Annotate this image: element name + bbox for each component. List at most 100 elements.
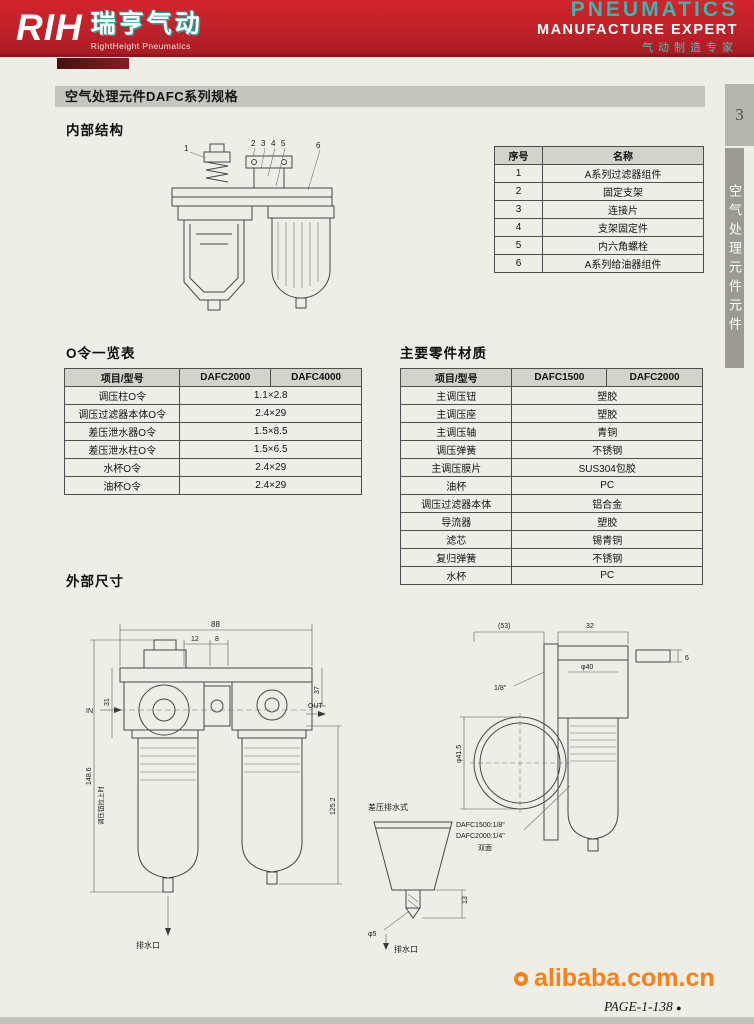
page-title: 空气处理元件DAFC系列规格 bbox=[55, 86, 705, 107]
cell: 2.4×29 bbox=[179, 458, 362, 477]
dim-125-label: 125.2 bbox=[330, 797, 337, 815]
dim-13-label: 13 bbox=[462, 896, 469, 904]
table-row: 主调压钮塑胶 bbox=[399, 386, 703, 405]
callout-1: 1 bbox=[184, 144, 189, 153]
dim-phi40-label: φ40 bbox=[581, 664, 593, 671]
cell: PC bbox=[511, 566, 703, 585]
section-oring-list: O令一览表 bbox=[66, 346, 136, 361]
cell: 主调压膜片 bbox=[399, 458, 513, 477]
cell: 铝合金 bbox=[511, 494, 703, 513]
callout-5: 5 bbox=[281, 139, 286, 148]
cell: 2.4×29 bbox=[179, 404, 362, 423]
cell: 4 bbox=[494, 218, 543, 237]
header: RIH 瑞亨气动 RightHeight Pneumatics PNEUMATI… bbox=[0, 0, 754, 57]
callout-2: 2 bbox=[251, 139, 256, 148]
cell: 差压泄水器O令 bbox=[63, 422, 181, 441]
cell: 调压弹簧 bbox=[399, 440, 513, 459]
cell: 主调压钮 bbox=[399, 386, 513, 405]
column-header: DAFC4000 bbox=[270, 368, 362, 387]
callout-6: 6 bbox=[316, 141, 321, 150]
dim-53-label: (53) bbox=[498, 623, 510, 630]
section-external-dimensions: 外部尺寸 bbox=[66, 574, 124, 589]
cell: 青铜 bbox=[511, 422, 703, 441]
drain-type-title: 差压排水式 bbox=[368, 802, 408, 812]
cell: 塑胶 bbox=[511, 512, 703, 531]
dim-6-label: 6 bbox=[685, 655, 689, 662]
cell: 油杯 bbox=[399, 476, 513, 495]
cell: 1.1×2.8 bbox=[179, 386, 362, 405]
column-header: 序号 bbox=[494, 146, 543, 165]
logo-rih-text: RIH bbox=[16, 6, 83, 48]
chapter-label: 空气处理元件元件 bbox=[725, 148, 744, 368]
cell: 油杯O令 bbox=[63, 476, 181, 495]
dim-31-label: 31 bbox=[104, 698, 111, 706]
slogan-pneumatics: PNEUMATICS bbox=[570, 0, 738, 22]
table-row: 主调压轴青铜 bbox=[399, 422, 703, 441]
cell: 连接片 bbox=[542, 200, 704, 219]
table-row: 复归弹簧不锈钢 bbox=[399, 548, 703, 567]
logo-chinese-name: 瑞亨气动 bbox=[90, 9, 203, 38]
table-row: 调压弹簧不锈钢 bbox=[399, 440, 703, 459]
section-internal-structure: 内部结构 bbox=[66, 123, 124, 138]
page-bottom-edge bbox=[0, 1017, 754, 1024]
drain-port-label: 排水口 bbox=[394, 944, 418, 954]
watermark-text: alibaba.com.cn bbox=[534, 964, 715, 992]
page-number: PAGE-1-138 ● bbox=[604, 999, 682, 1015]
cell: 2.4×29 bbox=[179, 476, 362, 495]
cell: 导流器 bbox=[399, 512, 513, 531]
cell: 水杯O令 bbox=[63, 458, 181, 477]
slogan-manufacture-expert: MANUFACTURE EXPERT bbox=[536, 21, 738, 38]
table-row: 滤芯锡青铜 bbox=[399, 530, 703, 549]
table-header-row: 项目/型号 DAFC2000 DAFC4000 bbox=[63, 368, 362, 387]
cell: 水杯 bbox=[399, 566, 513, 585]
column-header: DAFC1500 bbox=[511, 368, 608, 387]
section-materials: 主要零件材质 bbox=[400, 346, 487, 361]
cell: SUS304包胶 bbox=[511, 458, 703, 477]
in-port-label: IN bbox=[86, 708, 93, 715]
watermark-ring-icon bbox=[514, 971, 528, 986]
thread-size-label: 1/8" bbox=[494, 685, 507, 692]
dim-88-label: 88 bbox=[211, 620, 220, 629]
header-slogan: PNEUMATICS MANUFACTURE EXPERT 气动制造专家 bbox=[537, 0, 738, 55]
chapter-tab: 3 空气处理元件元件 bbox=[725, 84, 754, 368]
cell: 固定支架 bbox=[542, 182, 704, 201]
cell: 1 bbox=[494, 164, 543, 183]
drain-detail-drawing: 差压排水式 φ5 13 排水口 bbox=[368, 802, 469, 954]
cell: PC bbox=[511, 476, 703, 495]
drain-port-label: 排水口 bbox=[136, 940, 160, 950]
cell: 2 bbox=[494, 182, 543, 201]
watermark: alibaba.com.cn bbox=[514, 964, 715, 993]
table-row: 调压过滤器本体铝合金 bbox=[399, 494, 703, 513]
cell: 内六角螺栓 bbox=[542, 236, 704, 255]
cell: A系列给油器组件 bbox=[542, 254, 704, 273]
logo-subtitle: RightHeight Pneumatics bbox=[90, 40, 191, 51]
chapter-number: 3 bbox=[725, 84, 754, 146]
materials-table: 项目/型号 DAFC1500 DAFC2000 主调压钮塑胶 主调压座塑胶 主调… bbox=[399, 368, 703, 585]
dim-32-label: 32 bbox=[586, 623, 594, 630]
cell: 不锈钢 bbox=[511, 548, 703, 567]
cell: 主调压轴 bbox=[399, 422, 513, 441]
cell: 不锈钢 bbox=[511, 440, 703, 459]
cell: 锡青铜 bbox=[511, 530, 703, 549]
column-header: 项目/型号 bbox=[399, 368, 513, 387]
table-row: 主调压座塑胶 bbox=[399, 404, 703, 423]
cell: 支架固定件 bbox=[542, 218, 704, 237]
cell: 滤芯 bbox=[399, 530, 513, 549]
cell: 3 bbox=[494, 200, 543, 219]
cell: 调压过滤器本体O令 bbox=[63, 404, 181, 423]
header-print-mark bbox=[57, 58, 129, 69]
out-port-label: OUT bbox=[308, 703, 324, 710]
